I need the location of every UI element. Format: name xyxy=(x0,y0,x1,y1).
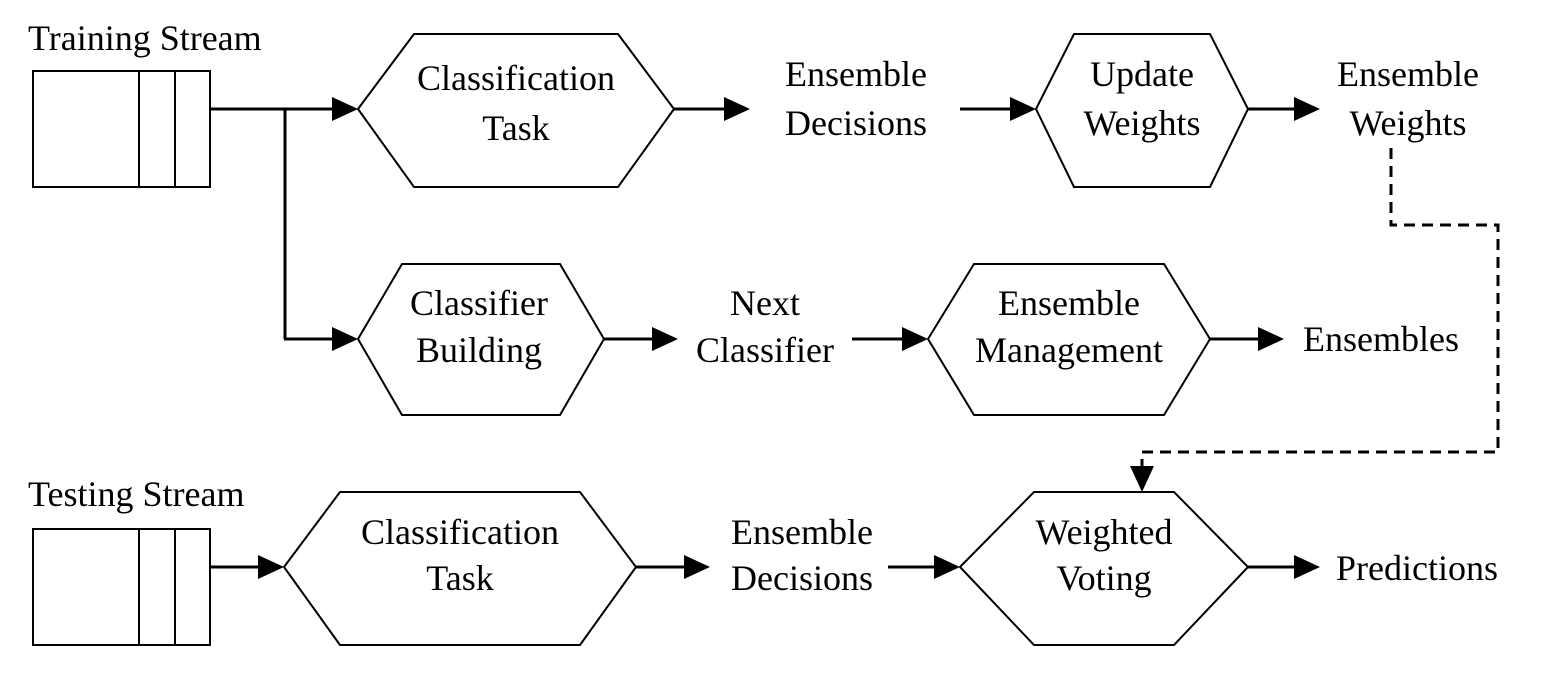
ensemble-decisions-train-node: Ensemble Decisions xyxy=(785,54,927,143)
arrow-next-classifier-to-management xyxy=(852,327,928,351)
classification-task-train-line1: Classification xyxy=(417,58,615,98)
classification-task-train-node: Classification Task xyxy=(356,33,676,188)
ensembles-label: Ensembles xyxy=(1303,319,1459,359)
classification-task-test-line2: Task xyxy=(426,558,493,598)
predictions-label: Predictions xyxy=(1336,548,1498,588)
arrow-decisions-to-update-weights xyxy=(960,97,1036,121)
arrow-update-to-ensemble-weights xyxy=(1248,97,1320,121)
update-weights-line2: Weights xyxy=(1083,103,1200,143)
ensemble-management-line1: Ensemble xyxy=(998,283,1140,323)
ensemble-management-line2: Management xyxy=(975,330,1163,370)
arrow-building-to-next-classifier xyxy=(604,327,678,351)
classification-task-test-line1: Classification xyxy=(361,512,559,552)
next-classifier-line2: Classifier xyxy=(696,330,834,370)
training-stream-title: Training Stream xyxy=(28,18,262,58)
arrow-management-to-ensembles xyxy=(1210,327,1284,351)
weighted-voting-line1: Weighted xyxy=(1035,512,1172,552)
next-classifier-line1: Next xyxy=(730,283,800,323)
ensemble-decisions-test-line2: Decisions xyxy=(731,558,873,598)
classifier-building-node: Classifier Building xyxy=(356,263,606,416)
weighted-voting-node: Weighted Voting xyxy=(958,491,1250,646)
arrow-test-decisions-to-voting xyxy=(888,555,960,579)
update-weights-line1: Update xyxy=(1090,54,1194,94)
arrow-test-classification-to-decisions xyxy=(636,555,710,579)
ensemble-weights-line1: Ensemble xyxy=(1337,54,1479,94)
arrow-test-queue-to-classification xyxy=(210,555,284,579)
training-stream-queue xyxy=(32,70,211,188)
ensemble-decisions-train-line2: Decisions xyxy=(785,103,927,143)
ensemble-weights-line2: Weights xyxy=(1349,103,1466,143)
dashed-arrow-weights-to-voting xyxy=(1130,148,1500,492)
ensemble-decisions-test-line1: Ensemble xyxy=(731,512,873,552)
ensemble-management-node: Ensemble Management xyxy=(926,263,1212,416)
classification-task-train-line2: Task xyxy=(482,108,549,148)
classifier-building-line2: Building xyxy=(416,330,542,370)
ensemble-decisions-test-node: Ensemble Decisions xyxy=(731,512,873,598)
weighted-voting-line2: Voting xyxy=(1056,558,1151,598)
testing-stream-title: Testing Stream xyxy=(28,474,244,514)
arrow-classification-to-decisions xyxy=(674,97,750,121)
classifier-building-line1: Classifier xyxy=(410,283,548,323)
ensemble-weights-node: Ensemble Weights xyxy=(1337,54,1479,143)
update-weights-node: Update Weights xyxy=(1034,33,1250,188)
ensemble-decisions-train-line1: Ensemble xyxy=(785,54,927,94)
arrow-train-to-classification xyxy=(210,97,358,121)
arrow-voting-to-predictions xyxy=(1248,555,1320,579)
arrow-train-to-classifier-building xyxy=(283,109,358,351)
classification-task-test-node: Classification Task xyxy=(282,491,638,646)
testing-stream-queue xyxy=(32,528,211,646)
next-classifier-node: Next Classifier xyxy=(696,283,834,370)
